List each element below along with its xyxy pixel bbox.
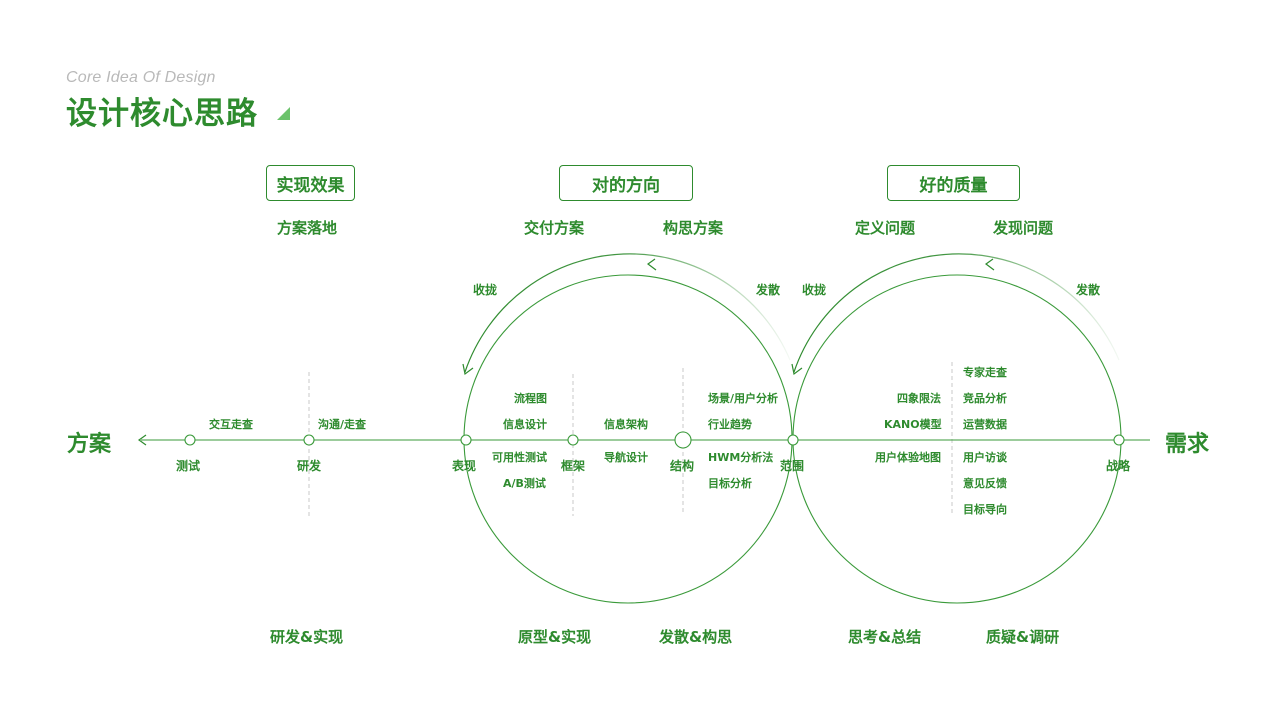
circle-direction bbox=[463, 274, 793, 604]
goal-box-effect: 实现效果 bbox=[266, 165, 355, 201]
phase-think-summarize: 思考&总结 bbox=[848, 628, 922, 646]
method-kano: KANO模型 bbox=[884, 418, 942, 431]
node-label-structure: 结构 bbox=[670, 459, 695, 473]
method-info-design: 信息设计 bbox=[503, 418, 547, 431]
page-subtitle: Core Idea Of Design bbox=[66, 69, 216, 86]
subhead-define: 定义问题 bbox=[855, 219, 916, 237]
arrowhead-direction-icon bbox=[462, 363, 474, 376]
node-label-dev: 研发 bbox=[297, 459, 322, 473]
subhead-ideate: 构思方案 bbox=[663, 219, 724, 237]
phase-prototype: 原型&实现 bbox=[518, 628, 592, 646]
method-expert-review: 专家走查 bbox=[963, 366, 1007, 379]
node-label-surface: 表现 bbox=[452, 459, 477, 473]
method-feedback: 意见反馈 bbox=[963, 477, 1007, 490]
method-hwm: HWM分析法 bbox=[708, 451, 774, 464]
method-quadrant: 四象限法 bbox=[897, 392, 941, 405]
arrow-label-converge-1: 收拢 bbox=[473, 283, 498, 297]
subhead-discover: 发现问题 bbox=[993, 219, 1054, 237]
arrowhead-quality-top-icon bbox=[984, 258, 995, 271]
page-title: 设计核心思路 bbox=[66, 96, 258, 132]
node-label-strategy: 战略 bbox=[1106, 459, 1131, 473]
method-usability-test: 可用性测试 bbox=[492, 451, 547, 464]
phase-question-research: 质疑&调研 bbox=[986, 628, 1060, 646]
arrowhead-direction-top-icon bbox=[646, 258, 657, 271]
title-corner-mark-icon bbox=[277, 107, 290, 120]
method-user-interview: 用户访谈 bbox=[963, 451, 1007, 464]
method-interaction-review: 交互走查 bbox=[209, 418, 253, 431]
method-industry-trend: 行业趋势 bbox=[708, 418, 752, 431]
axis-arrow-left-icon bbox=[137, 434, 147, 446]
method-competitor: 竞品分析 bbox=[963, 392, 1007, 405]
method-navigation-design: 导航设计 bbox=[604, 451, 648, 464]
node-label-frame: 框架 bbox=[561, 459, 586, 473]
node-surface bbox=[460, 434, 472, 446]
method-info-architecture: 信息架构 bbox=[604, 418, 648, 431]
subhead-landing: 方案落地 bbox=[277, 219, 338, 237]
node-label-scope: 范围 bbox=[780, 459, 805, 473]
method-scenario-user: 场景/用户分析 bbox=[708, 392, 779, 405]
method-communicate-review: 沟通/走查 bbox=[318, 418, 367, 431]
arrow-label-diverge-1: 发散 bbox=[756, 283, 781, 297]
node-scope bbox=[787, 434, 799, 446]
circle-quality bbox=[792, 274, 1122, 604]
node-strategy bbox=[1113, 434, 1125, 446]
subhead-deliver: 交付方案 bbox=[524, 219, 585, 237]
goal-box-direction: 对的方向 bbox=[559, 165, 693, 201]
method-journey-map: 用户体验地图 bbox=[875, 451, 941, 464]
node-frame bbox=[567, 434, 579, 446]
method-ab-test: A/B测试 bbox=[503, 477, 546, 490]
arrowhead-quality-icon bbox=[791, 363, 803, 376]
arc-arrow-quality bbox=[793, 253, 1120, 373]
arc-arrow-direction bbox=[464, 253, 791, 373]
node-label-test: 测试 bbox=[176, 459, 201, 473]
node-structure bbox=[674, 431, 692, 449]
arrow-label-diverge-2: 发散 bbox=[1076, 283, 1101, 297]
method-ops-data: 运营数据 bbox=[963, 418, 1007, 431]
method-flowchart: 流程图 bbox=[514, 392, 547, 405]
node-test bbox=[184, 434, 196, 446]
phase-diverge-ideate: 发散&构思 bbox=[659, 628, 733, 646]
phase-dev-implement: 研发&实现 bbox=[270, 628, 344, 646]
end-label-left: 方案 bbox=[67, 432, 112, 457]
goal-box-quality: 好的质量 bbox=[887, 165, 1020, 201]
end-label-right: 需求 bbox=[1165, 432, 1210, 457]
node-dev bbox=[303, 434, 315, 446]
method-goal-analysis: 目标分析 bbox=[708, 477, 752, 490]
arrow-label-converge-2: 收拢 bbox=[802, 283, 827, 297]
method-goal-oriented: 目标导向 bbox=[963, 503, 1007, 516]
